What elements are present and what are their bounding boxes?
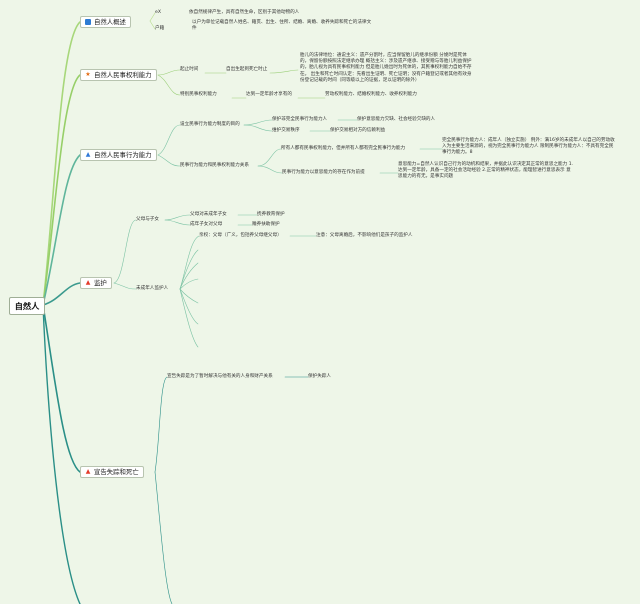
branch-label: 宣告失踪和死亡 <box>94 468 139 476</box>
overview-item-note: 依自然规律产生，具有自然生命，区别于其他动物的人 <box>189 10 300 15</box>
connector-line <box>157 69 181 76</box>
flag-icon <box>85 19 91 25</box>
connector-line <box>154 471 173 604</box>
rights-item-mid: 自出生起到死亡时止 <box>226 67 268 72</box>
connector-line <box>179 288 199 304</box>
root-tail <box>42 304 81 604</box>
capacity-item-note: 意思能力=自然人认识自己行为的动机和结果，并据此认识决定其正常的意思之能力 1.… <box>398 162 574 180</box>
guardian-item-label: 父母对未成年子女 <box>190 212 227 217</box>
capacity-item-note: 保护交易相对方的信赖利益 <box>330 128 386 133</box>
capacity-group-label: 民事行为能力和民事权利能力关系 <box>180 163 249 168</box>
guardian-item-label: 成年子女对父母 <box>190 222 223 227</box>
branch-guardianship[interactable]: ▲ 监护 <box>80 277 112 289</box>
connector-line <box>149 12 156 22</box>
connector-line <box>113 219 137 284</box>
connector-line <box>179 249 199 290</box>
star-icon: ★ <box>85 71 91 78</box>
overview-item-label: 户籍 <box>155 26 165 31</box>
connector-line <box>243 124 273 132</box>
connector-line <box>179 288 199 348</box>
connector-line <box>243 119 273 126</box>
rights-item-note: 劳动权利能力、结婚权利能力、收养权利能力 <box>325 92 417 97</box>
capacity-group-label: 设立民事行为能力制度的目的 <box>180 122 240 127</box>
guardian-group-label: 未成年人监护人 <box>136 286 169 291</box>
branch-overview[interactable]: 自然人概述 <box>80 16 131 28</box>
connector-line <box>154 376 168 473</box>
guardian-item-note: 赡养扶助保护 <box>252 222 280 227</box>
root-node[interactable]: 自然人 <box>9 297 45 315</box>
connector-line <box>257 148 282 167</box>
capacity-item-label: 所有人都有民事权利能力，但并所有人都有完全民事行为能力 <box>281 146 406 151</box>
branch-civil-capacity[interactable]: ▲ 自然人民事行为能力 <box>80 149 157 161</box>
capacity-item-label: 民事行为能力以意思能力的存在作为前提 <box>282 170 365 175</box>
connector-line <box>257 165 283 174</box>
fire-icon: ▲ <box>85 468 91 475</box>
rights-item-label: 特别民事权利能力 <box>180 92 217 97</box>
root-to-rights <box>42 74 81 306</box>
guardian-group-label: 父母与子女 <box>136 217 159 222</box>
rights-item-note: 胎儿的法律地位：通说主义：遗产分割时，应当保留胎儿的继承份额 分娩时是死体的，保… <box>300 53 472 83</box>
connector-line <box>164 214 191 221</box>
connector-line <box>157 124 181 156</box>
disappear-item-note: 保护失踪人 <box>308 374 331 379</box>
branch-civil-rights[interactable]: ★ 自然人民事权利能力 <box>80 69 157 81</box>
rights-item-label: 起止时间 <box>180 67 199 72</box>
connector-line <box>164 219 191 226</box>
connector-line <box>113 282 137 290</box>
capacity-item-label: 保护非完全民事行为能力人 <box>272 117 328 122</box>
branch-label: 自然人民事行为能力 <box>94 151 152 159</box>
connector-line <box>149 20 156 30</box>
capacity-item-note: 保护意思能力欠缺、社会经验欠缺的人 <box>357 117 436 122</box>
root-to-disappearance <box>42 304 81 473</box>
branch-label: 自然人民事权利能力 <box>94 71 152 79</box>
connector-line <box>179 262 199 290</box>
capacity-item-note: 完全民事行为能力人：成年人（独立实施） 例外：满16岁的未成年人以自己的劳动收入… <box>442 138 615 156</box>
root-to-overview <box>42 21 81 306</box>
overview-item-note: 以户为单位记载自然人姓名、籍贯、出生、住所、结婚、离婚、收养失踪和死亡的法律文件 <box>192 20 372 32</box>
connector-line <box>179 288 199 325</box>
guardian-item-label: 亲权：父母（广义，包括养父母继父母） <box>199 233 282 238</box>
connector-line <box>157 74 181 96</box>
rights-item-mid: 达到一定年龄才享有的 <box>246 92 292 97</box>
guardian-item-note: 抚养教育保护 <box>257 212 285 217</box>
connector-line <box>269 69 299 74</box>
branch-label: 监护 <box>94 279 107 287</box>
branch-label: 自然人概述 <box>94 18 126 26</box>
guardian-item-note: 注意：父母离婚后，不影响他们是孩子的监护人 <box>316 233 413 238</box>
root-to-guardianship <box>42 282 81 306</box>
fire-icon: ▲ <box>85 279 91 286</box>
connector-line <box>157 154 181 167</box>
water-drop-icon: ▲ <box>85 151 91 158</box>
connector-line <box>179 278 199 290</box>
disappear-item-label: 宣告失踪是为了暂时解决与他有关的人身和财产关系 <box>167 374 273 379</box>
root-to-capacity <box>42 154 81 306</box>
branch-disappearance[interactable]: ▲ 宣告失踪和死亡 <box>80 466 144 478</box>
overview-item-label: eX <box>155 10 161 15</box>
capacity-item-label: 维护交易秩序 <box>272 128 300 133</box>
